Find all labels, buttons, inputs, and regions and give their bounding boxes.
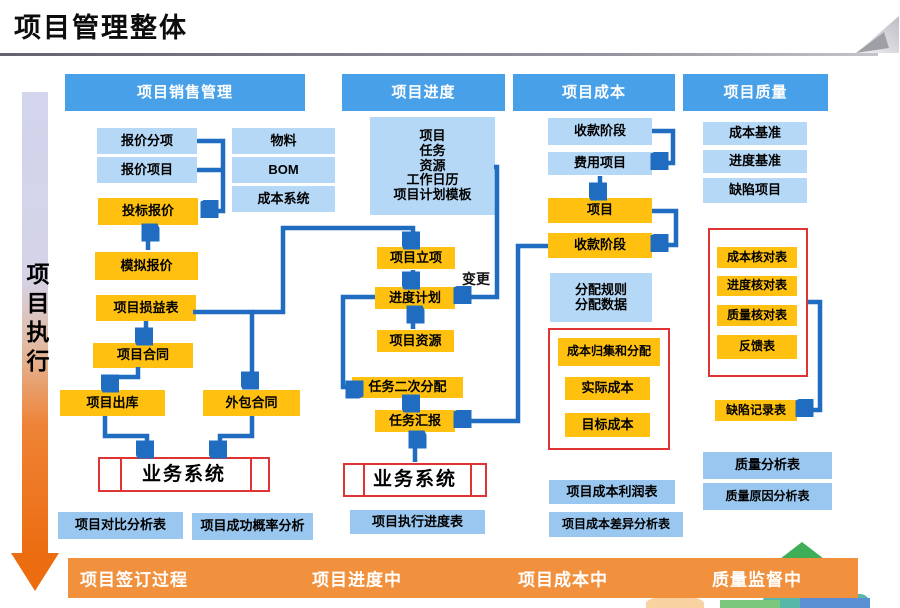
column-header-schedule: 项目进度 bbox=[342, 74, 505, 111]
execution-arrow-label: 项目执行 bbox=[23, 262, 49, 378]
node-cost-profit-table: 项目成本利润表 bbox=[549, 480, 675, 504]
green-decoration bbox=[720, 600, 780, 608]
node-checklist-cost: 成本核对表 bbox=[717, 247, 797, 268]
node-quote-item: 报价分项 bbox=[97, 128, 197, 154]
master-data-line: 工作日历 bbox=[406, 172, 459, 188]
node-schedule-baseline: 进度基准 bbox=[703, 150, 807, 173]
change-label: 变更 bbox=[462, 271, 490, 287]
node-bom: BOM bbox=[232, 157, 335, 183]
node-profit-loss-table: 项目损益表 bbox=[96, 295, 196, 321]
node-cost-variance-table: 项目成本差异分析表 bbox=[549, 512, 683, 537]
node-success-probability: 项目成功概率分析 bbox=[192, 513, 313, 540]
node-cost-system: 成本系统 bbox=[232, 186, 335, 212]
phase-in-progress: 项目进度中 bbox=[312, 570, 402, 590]
allocation-data-line: 分配数据 bbox=[574, 296, 627, 312]
execution-arrow-head bbox=[11, 553, 59, 591]
node-expense-project: 费用项目 bbox=[548, 152, 652, 175]
master-data-line: 项目计划模板 bbox=[393, 187, 472, 203]
master-data-line: 项目 bbox=[419, 127, 446, 143]
business-system-divider bbox=[250, 459, 252, 490]
node-schedule-master-data: 项目 任务 资源 工作日历 项目计划模板 bbox=[370, 117, 495, 215]
master-data-line: 任务 bbox=[419, 142, 446, 158]
node-actual-cost: 实际成本 bbox=[565, 377, 650, 400]
business-system-divider bbox=[470, 465, 472, 495]
allocation-rules-line: 分配规则 bbox=[574, 281, 627, 297]
node-quality-cause-table: 质量原因分析表 bbox=[703, 483, 832, 510]
node-defect-project: 缺陷项目 bbox=[703, 178, 807, 203]
node-defect-record: 缺陷记录表 bbox=[715, 400, 797, 421]
phase-bar: 项目签订过程 项目进度中 项目成本中 质量监督中 bbox=[68, 558, 858, 598]
node-collection-stage-ref: 收款阶段 bbox=[548, 118, 652, 145]
column-header-sales: 项目销售管理 bbox=[65, 74, 305, 111]
master-data-line: 资源 bbox=[419, 157, 446, 173]
node-quote-project: 报价项目 bbox=[97, 157, 197, 183]
node-business-system-schedule: 业务系统 bbox=[343, 463, 487, 497]
phase-signing: 项目签订过程 bbox=[80, 570, 188, 590]
node-collect-allocate: 成本归集和分配 bbox=[558, 338, 660, 366]
blue-decoration bbox=[800, 598, 870, 608]
node-progress-table: 项目执行进度表 bbox=[350, 510, 485, 534]
node-feedback-table: 反馈表 bbox=[717, 335, 797, 359]
business-system-label: 业务系统 bbox=[141, 463, 226, 485]
node-outsourcing-contract: 外包合同 bbox=[203, 390, 300, 416]
node-project-resources: 项目资源 bbox=[377, 330, 454, 352]
node-quality-analysis-table: 质量分析表 bbox=[703, 452, 832, 479]
column-header-quality: 项目质量 bbox=[683, 74, 828, 111]
node-collection-stage: 收款阶段 bbox=[548, 233, 652, 258]
execution-arrow-shaft bbox=[22, 92, 48, 556]
phase-quality-supervision: 质量监督中 bbox=[712, 570, 802, 590]
node-target-cost: 目标成本 bbox=[565, 413, 650, 437]
node-comparison-table: 项目对比分析表 bbox=[58, 512, 183, 539]
page-title: 项目管理整体 bbox=[14, 13, 188, 43]
business-system-label: 业务系统 bbox=[372, 469, 457, 491]
node-allocation: 分配规则 分配数据 bbox=[550, 273, 652, 322]
page-curl-decoration bbox=[856, 16, 899, 53]
business-system-divider bbox=[120, 459, 122, 490]
title-underline bbox=[0, 53, 878, 56]
node-checklist-quality: 质量核对表 bbox=[717, 305, 797, 326]
node-checklist-schedule: 进度核对表 bbox=[717, 276, 797, 296]
node-cost-baseline: 成本基准 bbox=[703, 122, 807, 145]
node-initiation: 项目立项 bbox=[377, 247, 455, 269]
node-bid-quote: 投标报价 bbox=[98, 198, 198, 225]
column-header-cost: 项目成本 bbox=[513, 74, 675, 111]
node-cost-project: 项目 bbox=[548, 198, 652, 223]
node-contract: 项目合同 bbox=[93, 343, 193, 368]
node-task-reallocation: 任务二次分配 bbox=[352, 377, 463, 398]
node-schedule-plan: 进度计划 bbox=[375, 287, 455, 309]
node-simulated-quote: 模拟报价 bbox=[95, 252, 198, 280]
phase-in-cost: 项目成本中 bbox=[518, 570, 608, 590]
node-task-report: 任务汇报 bbox=[375, 410, 455, 432]
business-system-divider bbox=[363, 465, 365, 495]
cost-red-group bbox=[548, 328, 670, 450]
orange-decoration bbox=[646, 596, 704, 608]
node-business-system-sales: 业务系统 bbox=[98, 457, 270, 492]
node-outbound: 项目出库 bbox=[60, 390, 165, 416]
pyramid-decoration bbox=[776, 542, 828, 562]
node-material: 物料 bbox=[232, 128, 335, 154]
